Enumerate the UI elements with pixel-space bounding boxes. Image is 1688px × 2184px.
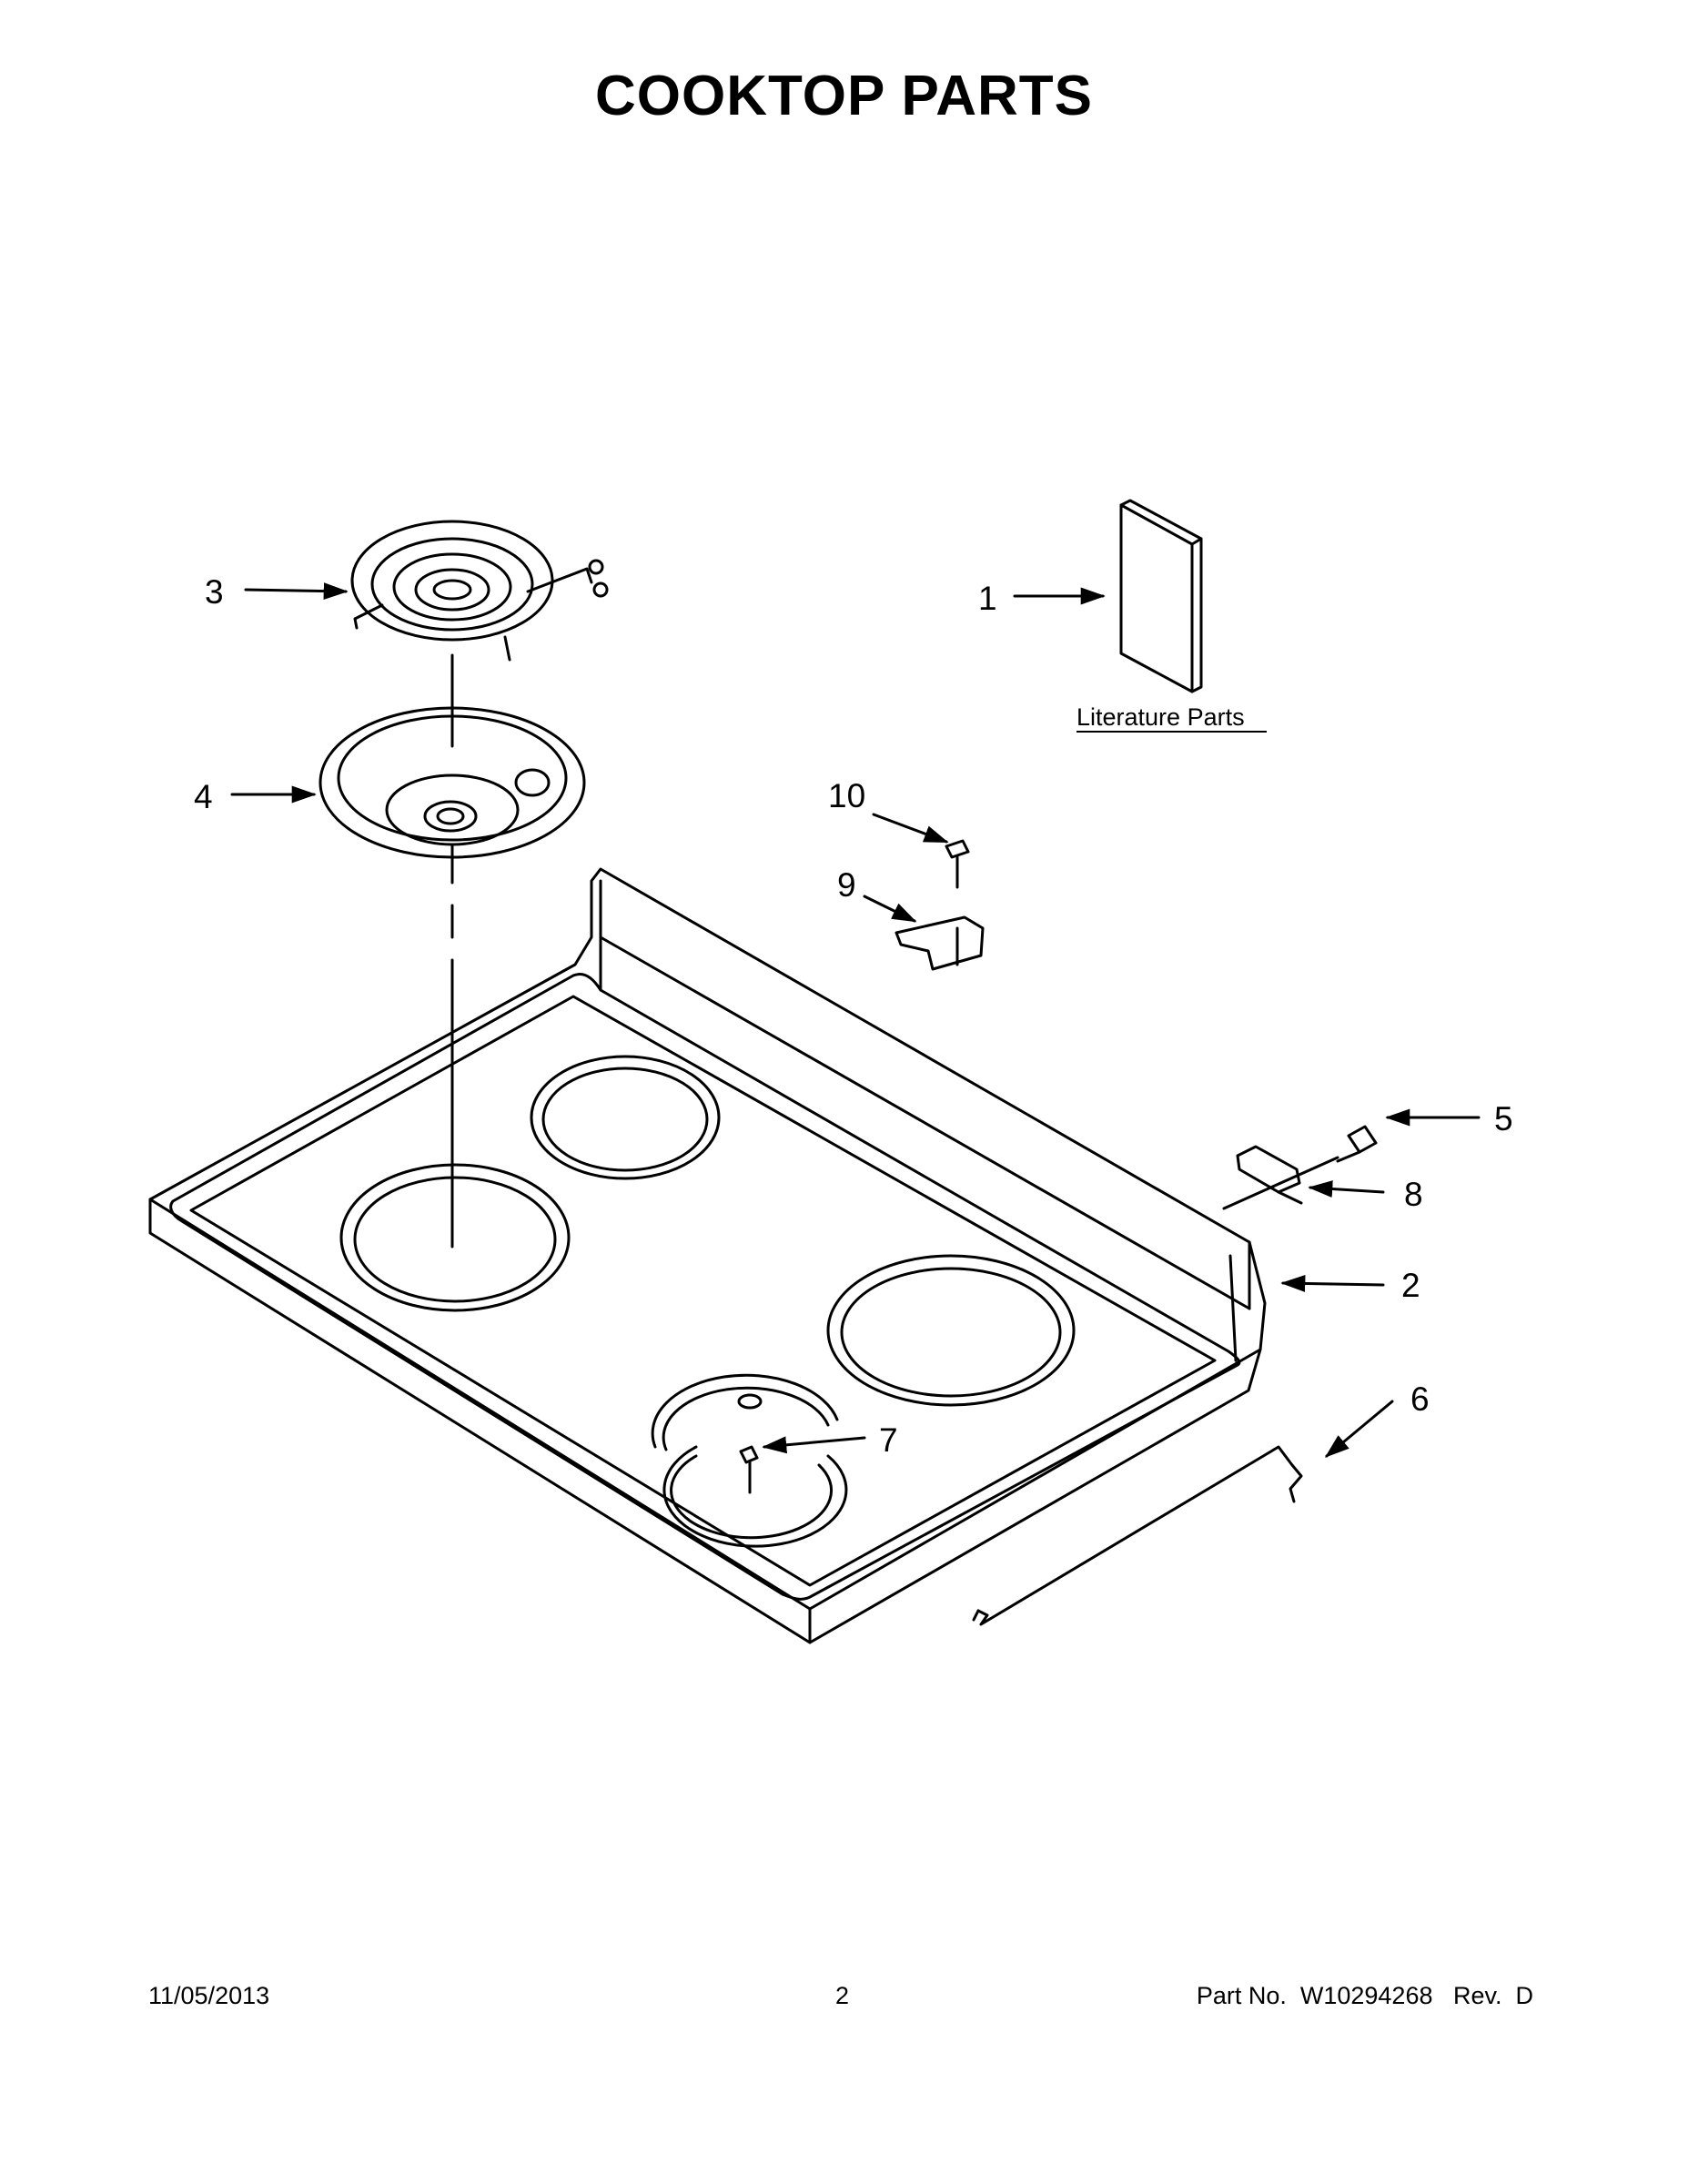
leader-arrow-2 (1280, 1274, 1385, 1292)
cooktop-main-top (148, 867, 1267, 1644)
page-title: COOKTOP PARTS (595, 65, 1093, 127)
leader-arrow-8 (1308, 1180, 1385, 1198)
leader-arrow-9 (863, 895, 917, 923)
leader-arrow-3 (244, 582, 349, 601)
callout-1: 1 (978, 580, 997, 617)
callout-4: 4 (194, 778, 213, 815)
callout-10: 10 (828, 777, 865, 814)
rod-part-6 (972, 1445, 1303, 1626)
surface-element (350, 520, 609, 662)
footer-page-number: 2 (835, 1982, 850, 2009)
callout-6: 6 (1410, 1380, 1430, 1418)
footer-part-number: Part No. W10294268 Rev. D (1196, 1982, 1533, 2009)
screw-part-10 (945, 839, 970, 889)
bracket-part-9 (895, 915, 985, 971)
mounting-line (1222, 1156, 1339, 1210)
screw-part-5 (1336, 1125, 1378, 1163)
leader-arrow-10 (872, 813, 949, 844)
leader-arrow-7 (762, 1436, 866, 1454)
callout-5: 5 (1494, 1100, 1513, 1138)
callout-7: 7 (879, 1421, 898, 1459)
callout-3: 3 (205, 573, 224, 611)
literature-parts-booklet (1119, 499, 1203, 693)
callout-8: 8 (1404, 1176, 1423, 1213)
callout-2: 2 (1401, 1267, 1420, 1304)
screw-part-7 (737, 1393, 763, 1494)
leader-arrow-6 (1324, 1400, 1394, 1458)
callout-9: 9 (837, 866, 856, 904)
literature-parts-label: Literature Parts (1076, 703, 1245, 731)
bracket-part-8 (1236, 1145, 1303, 1205)
footer-date: 11/05/2013 (148, 1982, 270, 2009)
